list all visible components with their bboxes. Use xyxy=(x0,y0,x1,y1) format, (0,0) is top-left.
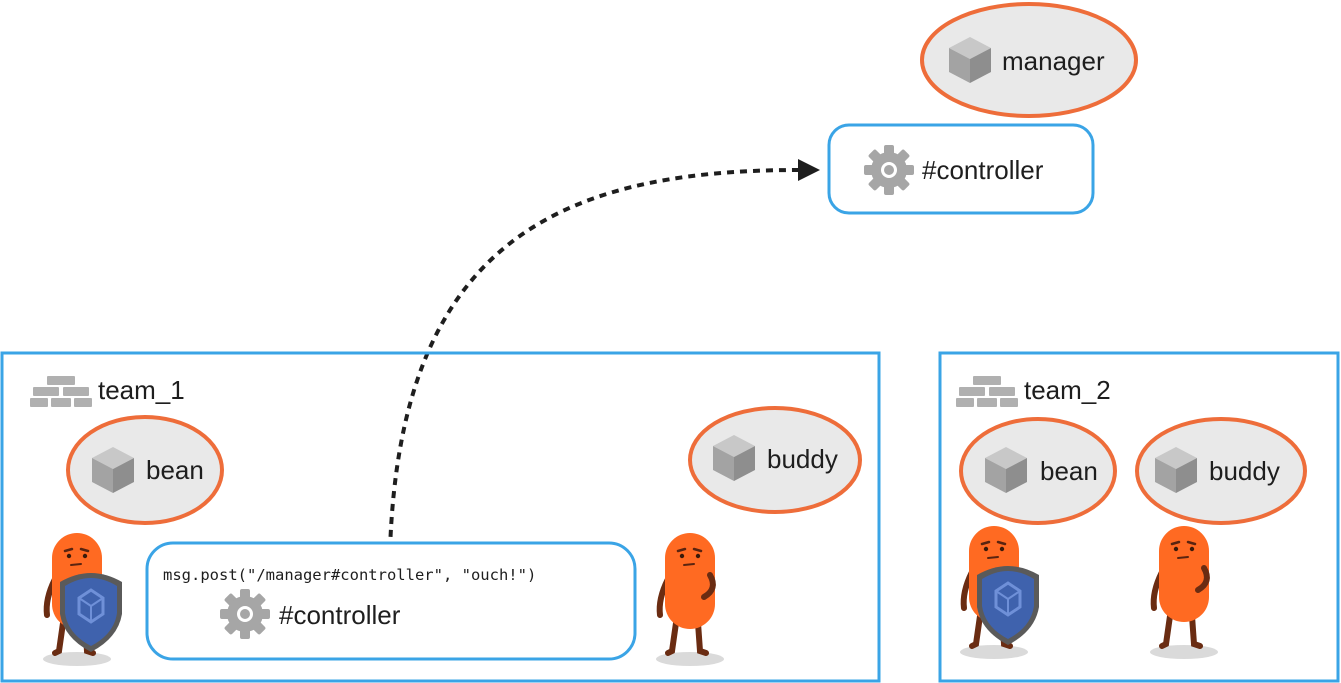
team-2-bean-object: bean xyxy=(959,417,1117,525)
team-2-buddy-object: buddy xyxy=(1135,417,1307,525)
team-1-collection: team_1 bean buddy msg.post("/manager#con… xyxy=(0,351,881,683)
team-2-buddy-label: buddy xyxy=(1209,456,1280,486)
gear-icon xyxy=(864,145,914,195)
shield-icon xyxy=(975,564,1041,647)
message-arrow xyxy=(388,159,820,551)
manager-object: manager xyxy=(920,2,1138,118)
team-1-bean-object: bean xyxy=(66,415,224,525)
gear-icon xyxy=(220,589,270,639)
team-1-controller-label: #controller xyxy=(279,600,401,630)
bean-character-with-shield xyxy=(43,533,124,666)
bricks-icon xyxy=(956,376,1018,407)
buddy-character xyxy=(1150,526,1218,659)
manager-label: manager xyxy=(1002,46,1105,76)
team-2-label: team_2 xyxy=(1024,375,1111,405)
bean-character-with-shield xyxy=(960,526,1041,659)
team-1-bean-label: bean xyxy=(146,455,204,485)
manager-controller-label: #controller xyxy=(922,155,1044,185)
buddy-character xyxy=(656,533,724,666)
manager-controller-component: #controller xyxy=(827,123,1095,215)
team-1-buddy-label: buddy xyxy=(767,444,838,474)
shield-icon xyxy=(58,571,124,654)
team-1-buddy-object: buddy xyxy=(688,406,862,514)
bricks-icon xyxy=(30,376,92,407)
msg-post-code: msg.post("/manager#controller", "ouch!") xyxy=(163,566,536,584)
arrowhead-icon xyxy=(798,159,820,181)
team-1-controller-component: msg.post("/manager#controller", "ouch!")… xyxy=(145,541,637,661)
team-1-label: team_1 xyxy=(98,375,185,405)
team-2-bean-label: bean xyxy=(1040,456,1098,486)
team-2-collection: team_2 bean buddy xyxy=(938,351,1340,683)
